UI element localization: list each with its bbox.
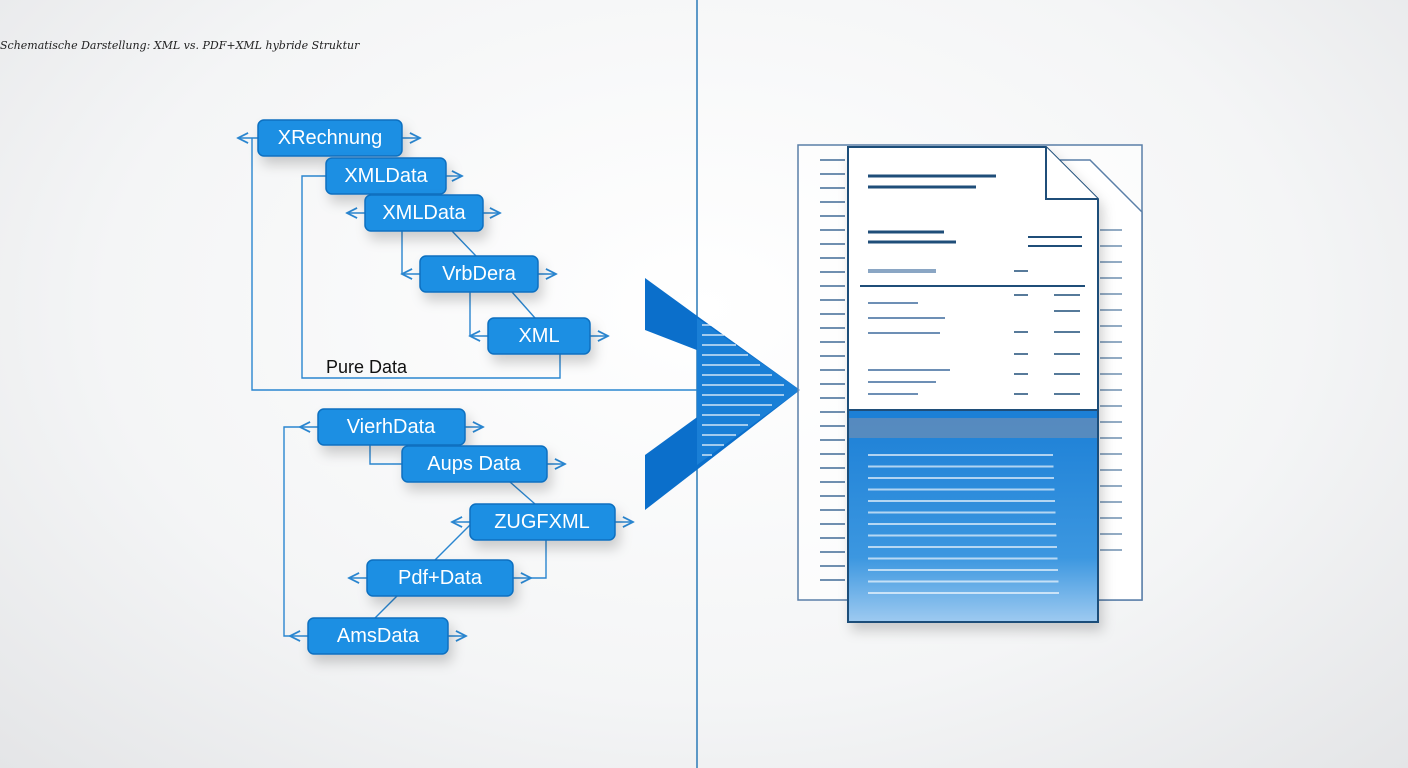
merge-arrow-icon xyxy=(645,278,800,510)
pure-data-label: Pure Data xyxy=(326,357,408,377)
node-xmldata-1: XMLData xyxy=(325,157,447,195)
upper-connectors xyxy=(238,138,800,391)
svg-text:VrbDera: VrbDera xyxy=(442,263,517,285)
node-vierhdata: VierhData xyxy=(317,408,466,446)
node-amsdata: AmsData xyxy=(307,617,449,655)
svg-text:VierhData: VierhData xyxy=(347,416,436,438)
node-pdf-data: Pdf+Data xyxy=(366,559,514,597)
svg-text:Pdf+Data: Pdf+Data xyxy=(398,567,483,589)
svg-text:XML: XML xyxy=(518,325,559,347)
svg-text:ZUGFXML: ZUGFXML xyxy=(494,511,590,533)
svg-text:Aups Data: Aups Data xyxy=(427,453,521,475)
svg-text:XMLData: XMLData xyxy=(344,165,428,187)
node-zugfxml: ZUGFXML xyxy=(469,503,616,541)
lower-connectors xyxy=(283,427,633,636)
diagram-caption: Schematische Darstellung: XML vs. PDF+XM… xyxy=(0,39,360,52)
node-vrbdera: VrbDera xyxy=(419,255,539,293)
node-aupsdata: Aups Data xyxy=(401,445,548,483)
svg-text:XMLData: XMLData xyxy=(382,202,466,224)
hybrid-document-icon xyxy=(797,144,1143,623)
node-xrechnung: XRechnung xyxy=(257,119,403,157)
svg-text:AmsData: AmsData xyxy=(337,625,420,647)
svg-text:XRechnung: XRechnung xyxy=(278,127,383,149)
node-xmldata-2: XMLData xyxy=(364,194,484,232)
node-xml: XML xyxy=(487,317,591,355)
